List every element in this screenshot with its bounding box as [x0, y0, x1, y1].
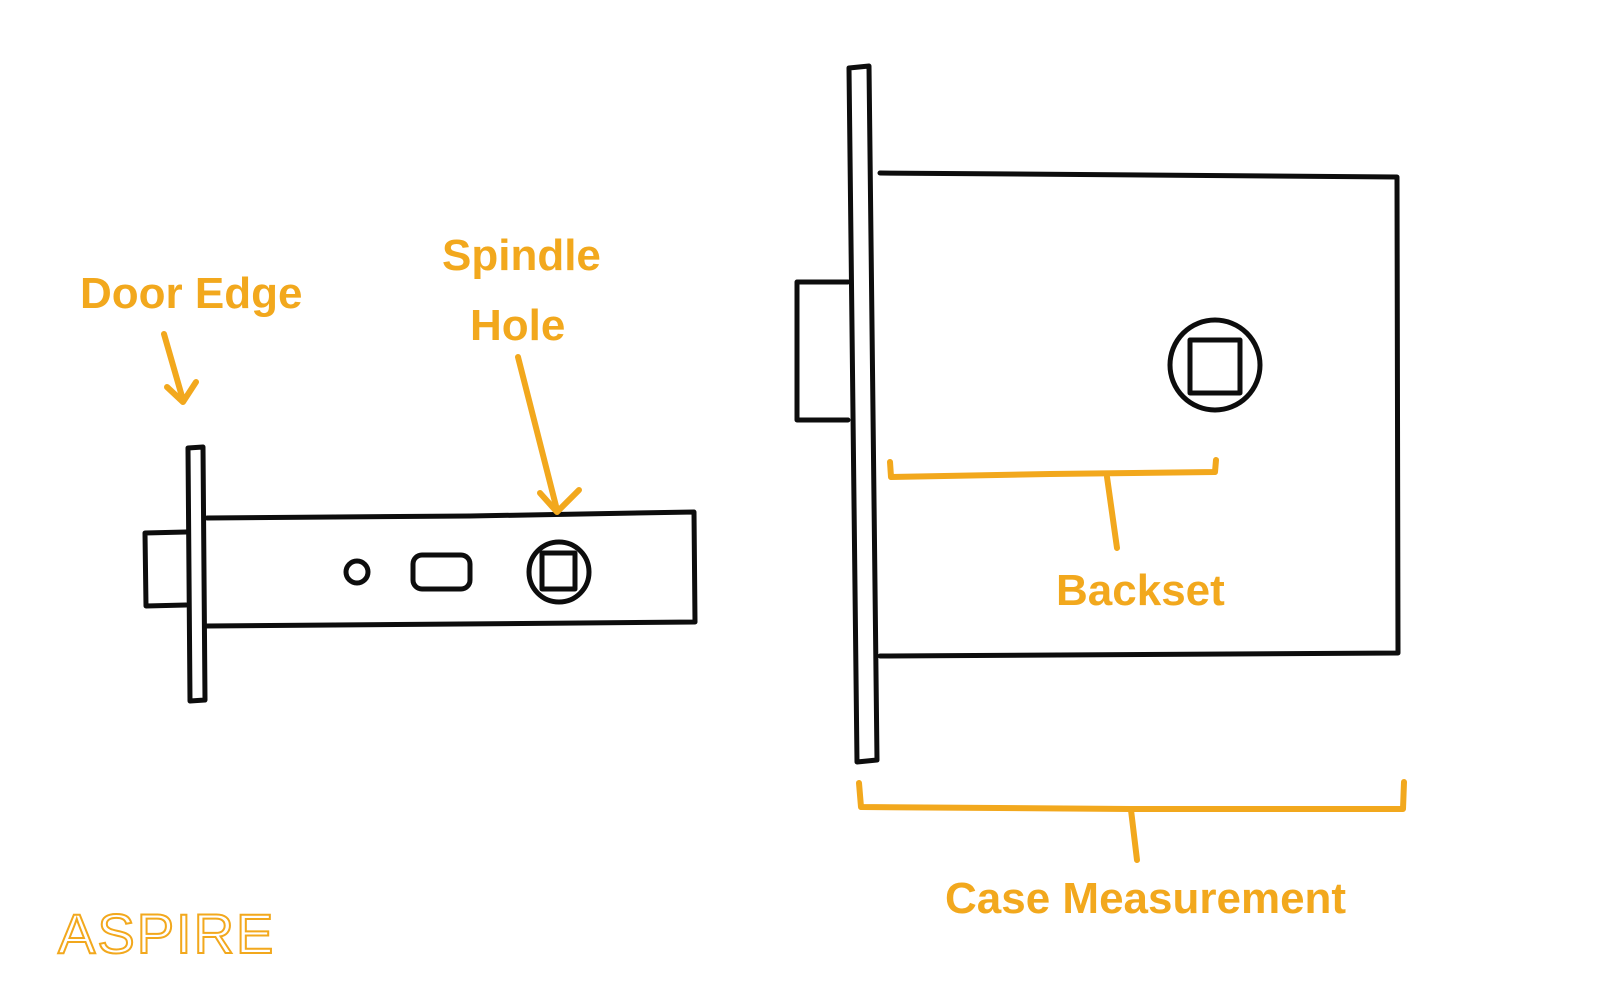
aspire-logo: ASPIRE — [58, 902, 275, 965]
mortice-lock — [794, 63, 1401, 765]
spindle-hole-label-line1: Spindle — [442, 231, 601, 280]
spindle-hole-label-line2: Hole — [470, 301, 565, 350]
door-edge-label: Door Edge — [80, 269, 302, 318]
backset-label: Backset — [1056, 566, 1225, 615]
latch-round-hole — [343, 558, 371, 586]
latch-faceplate — [185, 444, 208, 704]
tubular-latch — [142, 444, 698, 704]
latch-bolt — [142, 529, 189, 609]
latch-spindle-hole — [526, 539, 592, 605]
case-measurement-label: Case Measurement — [945, 874, 1346, 923]
door-edge-arrow — [161, 331, 199, 405]
latch-slot — [410, 552, 473, 592]
latch-spindle-square — [539, 550, 578, 592]
mortice-spindle-hole — [1167, 317, 1263, 413]
backset-bracket — [887, 457, 1219, 551]
mortice-forend — [846, 63, 880, 765]
spindle-hole-arrow — [515, 354, 582, 515]
case-measurement-bracket — [856, 779, 1407, 863]
latch-body — [204, 509, 698, 629]
mortice-spindle-square — [1187, 337, 1243, 396]
mortice-case — [877, 170, 1401, 659]
mortice-bolt — [794, 279, 851, 423]
